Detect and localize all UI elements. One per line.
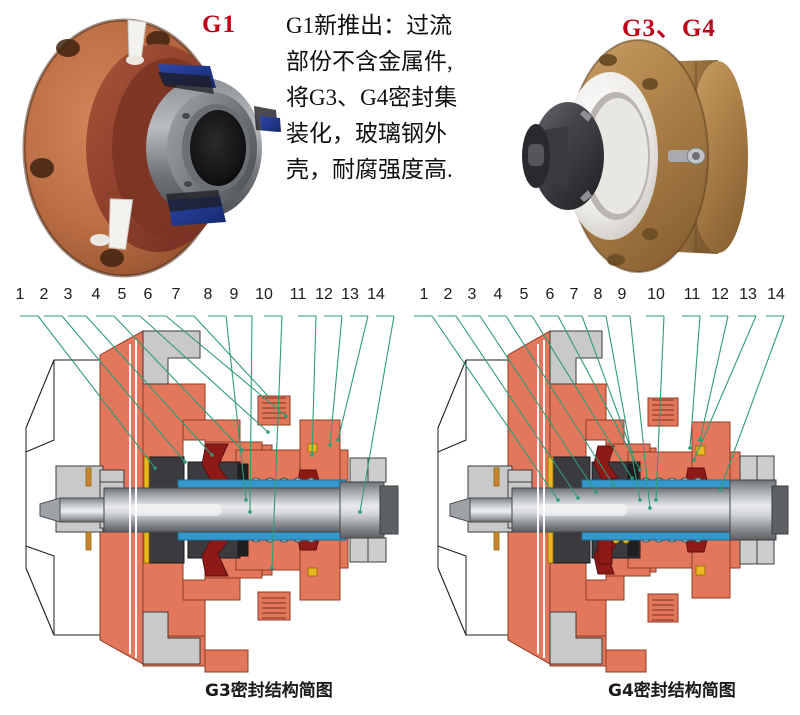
callout-num-g3-12: 12 [315, 286, 333, 303]
promo-line-4: 装化，玻璃钢外 [286, 121, 447, 146]
g1-assembly-photo [8, 8, 288, 280]
callout-num-g4-14: 14 [767, 286, 785, 303]
tag-label-g1: G1 [202, 11, 236, 38]
callout-num-g4-9: 9 [617, 286, 627, 303]
promo-copy-block: G1新推出：过流 部份不含金属件, 将G3、G4密封集 装化，玻璃钢外 壳，耐腐… [286, 8, 498, 188]
callout-num-g4-11: 11 [683, 286, 701, 303]
cross-section-g4 [414, 315, 789, 673]
g3-threaded-port-upper [262, 397, 286, 419]
callout-num-g3-14: 14 [367, 286, 385, 303]
callout-num-g3-6: 6 [143, 286, 153, 303]
g4-threaded-port-lower [652, 599, 674, 621]
callout-num-g4-5: 5 [519, 286, 529, 303]
callout-num-g3-8: 8 [203, 286, 213, 303]
g4-section-hatch-lines [537, 340, 545, 658]
callout-num-g3-13: 13 [341, 286, 359, 303]
callout-num-g3-3: 3 [63, 286, 73, 303]
g3-threaded-port-lower [262, 597, 286, 619]
callout-num-g3-2: 2 [39, 286, 49, 303]
callout-num-g3-9: 9 [229, 286, 239, 303]
callout-num-g4-6: 6 [545, 286, 555, 303]
promo-line-3: 将G3、G4密封集 [286, 85, 458, 110]
promo-line-1: G1新推出：过流 [286, 13, 453, 38]
callout-num-g4-3: 3 [467, 286, 477, 303]
callout-num-g4-12: 12 [711, 286, 729, 303]
g34-graphite-hub [522, 102, 604, 210]
g3-drive-shaft [39, 481, 399, 539]
callout-num-g4-8: 8 [593, 286, 603, 303]
callout-num-g3-4: 4 [91, 286, 101, 303]
caption-g4: G4密封结构简图 [608, 681, 736, 701]
callout-strip-g4: 1 2 3 4 5 6 7 8 9 10 11 12 13 14 [410, 286, 800, 320]
g1-seal-cartridge [146, 78, 262, 218]
callout-num-g4-1: 1 [419, 286, 429, 303]
g1-plug-fittings [90, 19, 147, 250]
callout-num-g3-11: 11 [289, 286, 307, 303]
g34-side-port [668, 147, 706, 165]
callout-num-g4-4: 4 [493, 286, 503, 303]
callout-num-g4-13: 13 [739, 286, 757, 303]
g4-hex-nuts [739, 455, 775, 565]
tag-label-g34: G3、G4 [622, 15, 716, 42]
callout-num-g3-7: 7 [171, 286, 181, 303]
g3-hex-nuts [349, 457, 387, 563]
promo-line-2: 部份不含金属件, [286, 49, 453, 74]
g34-assembly-photo [510, 22, 786, 280]
g1-blue-clips [158, 64, 281, 226]
callout-num-g4-7: 7 [569, 286, 579, 303]
g3-section-hatch-lines [129, 340, 137, 658]
g4-threaded-port-upper [652, 399, 674, 421]
caption-g3: G3密封结构简图 [205, 681, 333, 701]
callout-num-g3-1: 1 [15, 286, 25, 303]
g3-leader-lines [20, 315, 395, 570]
cross-section-g3 [20, 315, 399, 673]
callout-num-g3-5: 5 [117, 286, 127, 303]
g4-leader-lines [414, 315, 785, 510]
callout-num-g4-2: 2 [443, 286, 453, 303]
promo-line-5: 壳，耐腐强度高. [286, 157, 453, 182]
callout-strip-g3: 1 2 3 4 5 6 7 8 9 10 11 12 13 14 [0, 286, 390, 320]
callout-num-g4-10: 10 [647, 286, 665, 303]
callout-num-g3-10: 10 [255, 286, 273, 303]
